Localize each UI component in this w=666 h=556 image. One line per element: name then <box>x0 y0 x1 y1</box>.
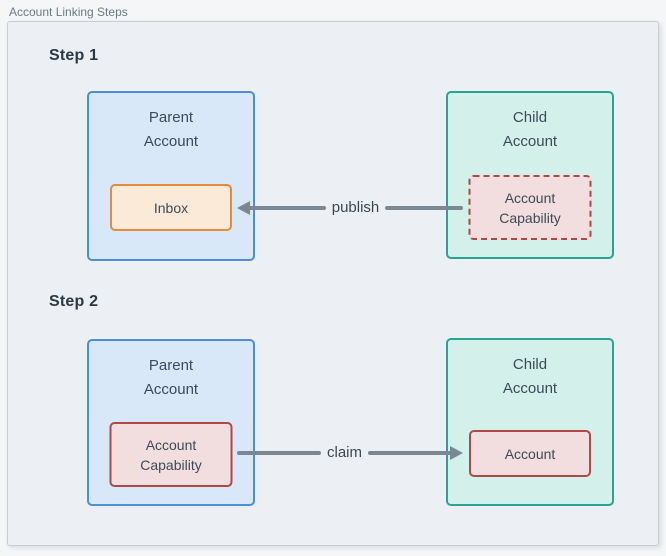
step2-child-account-label: Child Account <box>502 356 558 397</box>
step-2-heading: Step 2 <box>49 293 99 310</box>
publish-arrow-label: publish <box>331 199 380 216</box>
step-1-heading: Step 1 <box>49 47 99 64</box>
arrow-line <box>248 206 326 210</box>
step2-parent-account-label: Parent Account <box>143 357 199 398</box>
claim-arrow: claim <box>237 441 464 465</box>
publish-arrow: publish <box>237 196 464 220</box>
diagram-panel: Step 1 Parent Account Inbox Child Accoun… <box>7 21 659 546</box>
step1-account-capability-box: Account Capability <box>468 175 592 240</box>
arrow-line <box>368 451 453 455</box>
step1-inbox-box: Inbox <box>110 184 232 231</box>
arrow-line <box>385 206 464 210</box>
diagram-title: Account Linking Steps <box>9 5 128 19</box>
step1-parent-account-box: Parent Account Inbox <box>87 91 255 261</box>
step2-account-box: Account <box>469 430 591 477</box>
step1-child-account-box: Child Account Account Capability <box>446 91 614 259</box>
arrowhead-left-icon <box>237 201 250 215</box>
step2-parent-account-box: Parent Account Account Capability <box>87 339 255 506</box>
arrow-line <box>237 451 321 455</box>
step1-parent-account-label: Parent Account <box>143 109 199 150</box>
step1-child-account-label: Child Account <box>502 109 558 150</box>
claim-arrow-label: claim <box>327 444 363 461</box>
arrowhead-right-icon <box>450 446 464 460</box>
step2-account-capability-box: Account Capability <box>109 422 233 487</box>
step2-child-account-box: Child Account Account <box>446 338 614 506</box>
